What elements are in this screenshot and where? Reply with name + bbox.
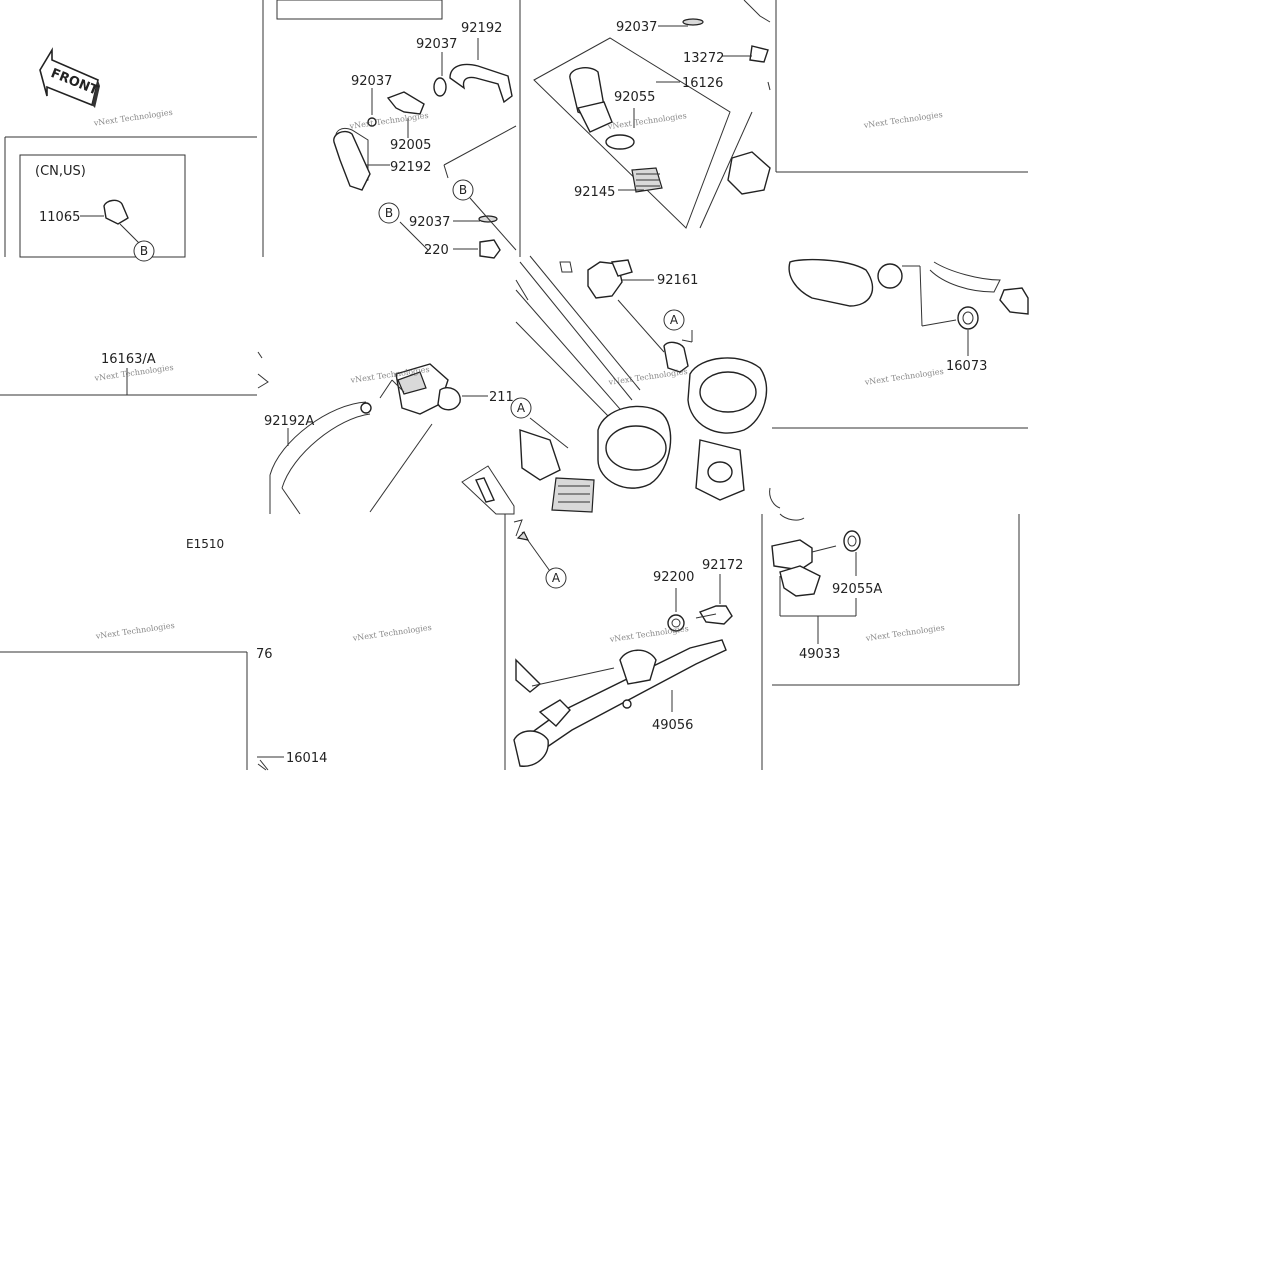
misc-leaders bbox=[257, 756, 284, 771]
label-92172: 92172 bbox=[702, 558, 743, 573]
label-92055a: 92055A bbox=[832, 582, 882, 597]
svg-text:B: B bbox=[385, 206, 393, 220]
label-220: 220 bbox=[424, 243, 449, 258]
svg-text:vNext Technologies: vNext Technologies bbox=[92, 108, 173, 128]
watermark-7: vNext Technologies bbox=[607, 367, 688, 387]
label-13272: 13272 bbox=[683, 51, 724, 66]
svg-text:vNext Technologies: vNext Technologies bbox=[863, 367, 944, 387]
svg-text:vNext Technologies: vNext Technologies bbox=[94, 621, 175, 641]
label-16163a: 16163/A bbox=[101, 352, 156, 367]
svg-text:A: A bbox=[670, 313, 679, 327]
svg-text:vNext Technologies: vNext Technologies bbox=[608, 624, 689, 644]
label-92037-c: 92037 bbox=[409, 215, 450, 230]
label-92161: 92161 bbox=[657, 273, 698, 288]
hose-92192a bbox=[257, 351, 488, 515]
svg-text:vNext Technologies: vNext Technologies bbox=[607, 367, 688, 387]
throttle-body bbox=[461, 255, 768, 515]
watermark-8: vNext Technologies bbox=[863, 367, 944, 387]
watermark-2: vNext Technologies bbox=[348, 111, 429, 131]
injector-assembly bbox=[769, 487, 861, 644]
label-92055: 92055 bbox=[614, 90, 655, 105]
label-92005: 92005 bbox=[390, 138, 431, 153]
svg-text:vNext Technologies: vNext Technologies bbox=[864, 623, 945, 643]
label-92037-d: 92037 bbox=[616, 20, 657, 35]
label-211: 211 bbox=[489, 390, 514, 405]
label-cn-us: (CN,US) bbox=[35, 164, 86, 179]
fuel-rail bbox=[513, 519, 733, 767]
label-49033: 49033 bbox=[799, 647, 840, 662]
label-e1510: E1510 bbox=[186, 537, 224, 551]
label-92192-mid: 92192 bbox=[390, 160, 431, 175]
callout-a3: A bbox=[545, 567, 567, 589]
label-92192a: 92192A bbox=[264, 414, 314, 429]
front-arrow-icon: FRONT bbox=[39, 47, 100, 108]
cap-11065 bbox=[80, 199, 141, 395]
svg-text:B: B bbox=[459, 183, 467, 197]
svg-text:vNext Technologies: vNext Technologies bbox=[862, 110, 943, 130]
watermark-1: vNext Technologies bbox=[92, 108, 173, 128]
label-92192-top: 92192 bbox=[461, 21, 502, 36]
watermark-12: vNext Technologies bbox=[864, 623, 945, 643]
label-92037-a: 92037 bbox=[416, 37, 457, 52]
svg-text:A: A bbox=[552, 571, 561, 585]
watermark-10: vNext Technologies bbox=[351, 623, 432, 643]
label-92145: 92145 bbox=[574, 185, 615, 200]
hose-upper bbox=[333, 38, 517, 259]
label-49056: 49056 bbox=[652, 718, 693, 733]
label-92200: 92200 bbox=[653, 570, 694, 585]
watermark-4: vNext Technologies bbox=[862, 110, 943, 130]
svg-text:A: A bbox=[517, 401, 526, 415]
callout-a1: A bbox=[663, 309, 685, 331]
sensor-assembly bbox=[533, 0, 771, 229]
svg-text:vNext Technologies: vNext Technologies bbox=[351, 623, 432, 643]
panel-borders bbox=[0, 0, 1028, 770]
callout-a2: A bbox=[510, 397, 532, 419]
label-92037-b: 92037 bbox=[351, 74, 392, 89]
label-16014: 16014 bbox=[286, 751, 327, 766]
fitting-16073 bbox=[788, 258, 1029, 356]
watermark-9: vNext Technologies bbox=[94, 621, 175, 641]
svg-text:B: B bbox=[140, 244, 148, 258]
callout-b3: B bbox=[133, 240, 155, 262]
svg-text:vNext Technologies: vNext Technologies bbox=[348, 111, 429, 131]
watermark-11: vNext Technologies bbox=[608, 624, 689, 644]
watermark-3: vNext Technologies bbox=[606, 111, 687, 131]
label-16073: 16073 bbox=[946, 359, 987, 374]
svg-text:vNext Technologies: vNext Technologies bbox=[606, 111, 687, 131]
callout-b1: B bbox=[378, 202, 400, 224]
callout-b2: B bbox=[452, 179, 474, 201]
label-11065: 11065 bbox=[39, 210, 80, 225]
label-16126: 16126 bbox=[682, 76, 723, 91]
label-76: 76 bbox=[256, 647, 273, 662]
